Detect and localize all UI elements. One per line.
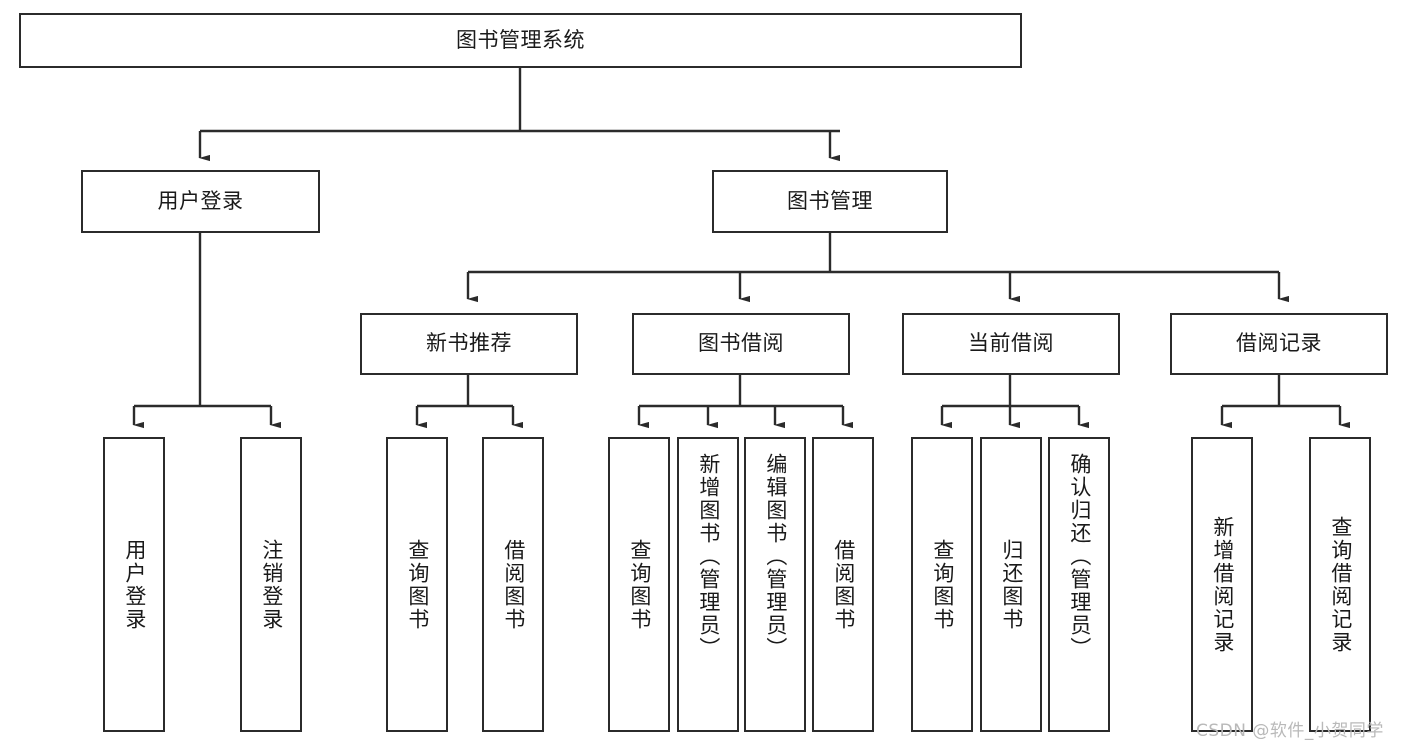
node-book-management-label: 图书管理: [787, 188, 873, 213]
leaf-confirm-return-admin[interactable]: 确认归还（管理员）: [1048, 437, 1110, 732]
node-new-book-recommend[interactable]: 新书推荐: [360, 313, 578, 375]
leaf-query-borrow-record[interactable]: 查询借阅记录: [1309, 437, 1371, 732]
node-book-borrow[interactable]: 图书借阅: [632, 313, 850, 375]
leaf-borrow-book-new[interactable]: 借阅图书: [482, 437, 544, 732]
leaf-user-login[interactable]: 用户登录: [103, 437, 165, 732]
leaf-add-book-admin-label: 新增图书（管理员）: [696, 453, 721, 660]
leaf-borrow-book-label: 借阅图书: [831, 538, 856, 631]
leaf-add-borrow-record[interactable]: 新增借阅记录: [1191, 437, 1253, 732]
node-root[interactable]: 图书管理系统: [19, 13, 1022, 68]
leaf-return-book[interactable]: 归还图书: [980, 437, 1042, 732]
node-borrow-record-label: 借阅记录: [1236, 331, 1322, 356]
leaf-return-book-label: 归还图书: [999, 538, 1024, 631]
leaf-query-book-new-label: 查询图书: [405, 538, 430, 631]
leaf-edit-book-admin[interactable]: 编辑图书（管理员）: [744, 437, 806, 732]
node-borrow-record[interactable]: 借阅记录: [1170, 313, 1388, 375]
leaf-query-book-borrow[interactable]: 查询图书: [608, 437, 670, 732]
leaf-query-borrow-record-label: 查询借阅记录: [1328, 515, 1353, 654]
leaf-query-book-current[interactable]: 查询图书: [911, 437, 973, 732]
leaf-add-book-admin[interactable]: 新增图书（管理员）: [677, 437, 739, 732]
leaf-logout-label: 注销登录: [259, 538, 284, 631]
leaf-add-borrow-record-label: 新增借阅记录: [1210, 515, 1235, 654]
leaf-query-book-new[interactable]: 查询图书: [386, 437, 448, 732]
node-user-login[interactable]: 用户登录: [81, 170, 320, 233]
leaf-logout[interactable]: 注销登录: [240, 437, 302, 732]
node-book-borrow-label: 图书借阅: [698, 331, 784, 356]
leaf-borrow-book-new-label: 借阅图书: [501, 538, 526, 631]
leaf-confirm-return-admin-label: 确认归还（管理员）: [1067, 453, 1092, 660]
leaf-query-book-current-label: 查询图书: [930, 538, 955, 631]
node-book-management[interactable]: 图书管理: [712, 170, 948, 233]
node-root-label: 图书管理系统: [456, 27, 585, 52]
node-current-borrow[interactable]: 当前借阅: [902, 313, 1120, 375]
leaf-borrow-book[interactable]: 借阅图书: [812, 437, 874, 732]
leaf-user-login-label: 用户登录: [122, 538, 147, 631]
node-current-borrow-label: 当前借阅: [968, 331, 1054, 356]
node-new-book-recommend-label: 新书推荐: [426, 331, 512, 356]
leaf-query-book-borrow-label: 查询图书: [627, 538, 652, 631]
leaf-edit-book-admin-label: 编辑图书（管理员）: [763, 453, 788, 660]
node-user-login-label: 用户登录: [157, 188, 244, 213]
